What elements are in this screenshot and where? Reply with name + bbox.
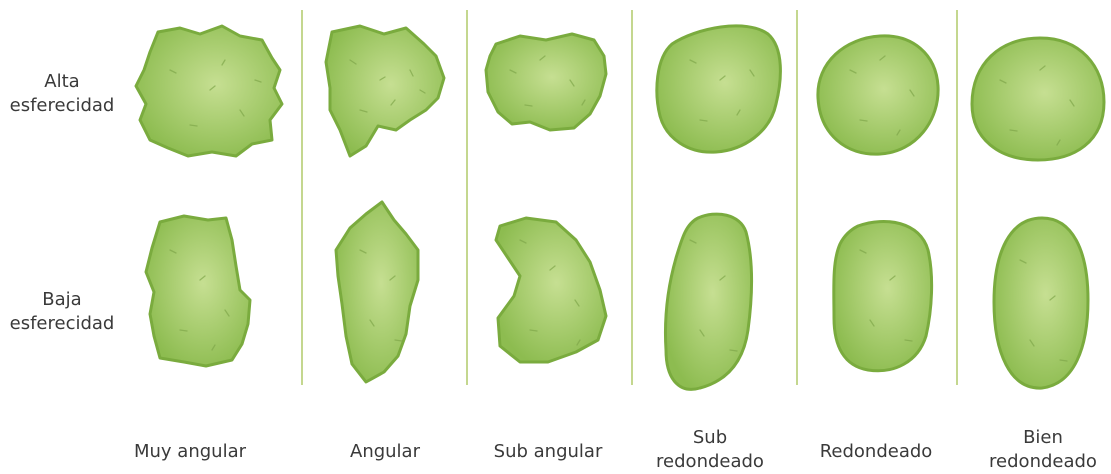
grain-sub-rounded-high-sphericity: [657, 26, 781, 152]
grain-well-rounded-high-sphericity: [972, 38, 1104, 160]
grain-rounded-low-sphericity: [834, 221, 932, 370]
grain-very-angular-high-sphericity: [136, 26, 282, 156]
grain-sub-angular-high-sphericity: [486, 34, 606, 130]
column-label-well-rounded: Bien redondeado: [975, 426, 1111, 474]
grain-rounded-high-sphericity: [818, 36, 938, 154]
grain-angular-high-sphericity: [326, 26, 444, 156]
column-label-sub-rounded: Sub redondeado: [640, 426, 780, 474]
grain-sub-rounded-low-sphericity: [665, 214, 751, 389]
row-label-high-sphericity: Alta esferecidad: [2, 70, 122, 118]
grain-well-rounded-low-sphericity: [994, 218, 1088, 388]
grain-sub-angular-low-sphericity: [496, 218, 606, 362]
grain-angular-low-sphericity: [336, 202, 418, 382]
grain-very-angular-low-sphericity: [146, 216, 250, 366]
column-label-sub-angular: Sub angular: [478, 440, 618, 464]
row-label-low-sphericity: Baja esferecidad: [2, 288, 122, 336]
column-label-angular: Angular: [315, 440, 455, 464]
column-label-rounded: Redondeado: [806, 440, 946, 464]
column-label-very-angular: Muy angular: [120, 440, 260, 464]
